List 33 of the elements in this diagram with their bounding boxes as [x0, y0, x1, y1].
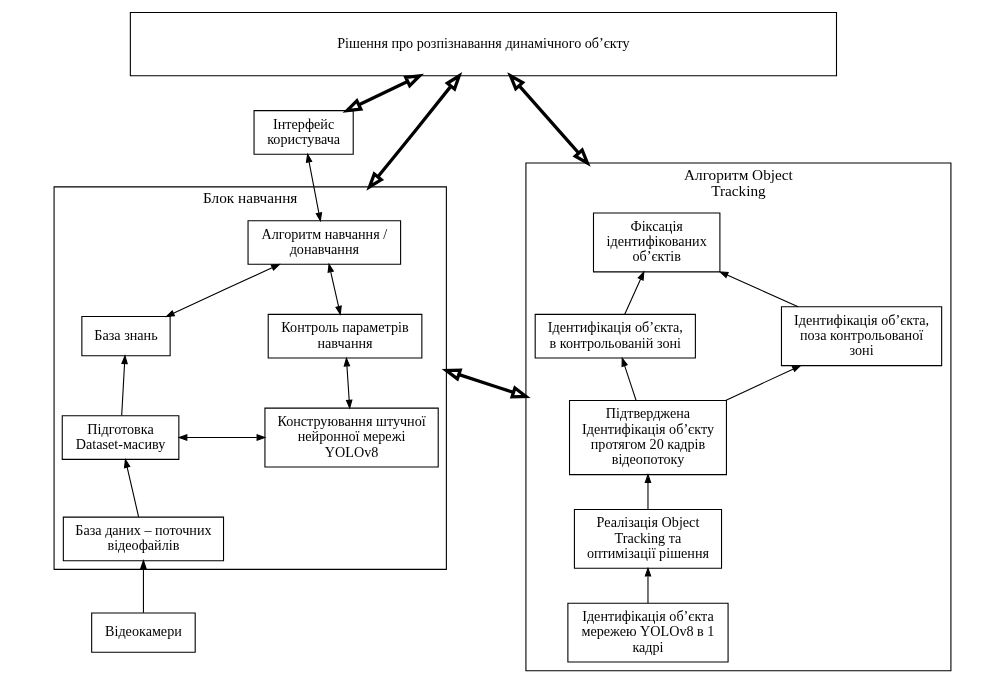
arrow: [365, 72, 462, 191]
arrow: [342, 73, 424, 113]
node-box: База знань: [80, 316, 171, 357]
node-box: Алгоритм навчання / донавчання: [247, 220, 401, 265]
node-box: База даних – поточних відеофайлів: [62, 516, 224, 562]
node-box: Підготовка Dataset-масиву: [61, 415, 179, 460]
arrow: [441, 368, 531, 399]
arrow: [644, 566, 651, 604]
arrow: [724, 365, 802, 401]
arrow: [343, 356, 353, 410]
arrow: [718, 271, 799, 308]
node-box: Фіксація ідентифікованих об’єктів: [592, 212, 720, 273]
node-box: Реалізація Object Tracking та оптимізації рішення: [573, 508, 722, 569]
node-box: Контроль параметрів навчання: [267, 313, 422, 359]
arrow: [506, 72, 591, 167]
node-box: Ідентифікація об’єкта мережею YOLOv8 в 1 кадрі: [566, 602, 729, 663]
node-box: Рішення про розпізнавання динамічного об’єкту: [129, 12, 837, 77]
arrow: [621, 356, 637, 401]
node-box: Відеокамери: [90, 612, 196, 653]
node-box: Конструювання штучної нейронної мережі YOLOv8: [263, 407, 439, 468]
arrow: [123, 458, 139, 518]
arrow: [177, 434, 266, 441]
arrow: [644, 473, 651, 510]
arrow: [305, 152, 322, 223]
arrow: [327, 262, 342, 316]
arrow: [120, 354, 128, 417]
node-box: Ідентифікація об’єкта, в контрольованій зоні: [534, 313, 696, 359]
arrow: [164, 263, 281, 318]
node-box: Ідентифікація об’єкта, поза контрольованої зоні: [780, 306, 942, 367]
arrow: [623, 270, 644, 315]
node-box: Інтерфейс користувача: [253, 110, 354, 155]
node-box: Підтверджена Ідентифікація об’єкту протягом 20 кадрів відеопотоку: [568, 399, 727, 476]
arrow: [139, 559, 147, 614]
